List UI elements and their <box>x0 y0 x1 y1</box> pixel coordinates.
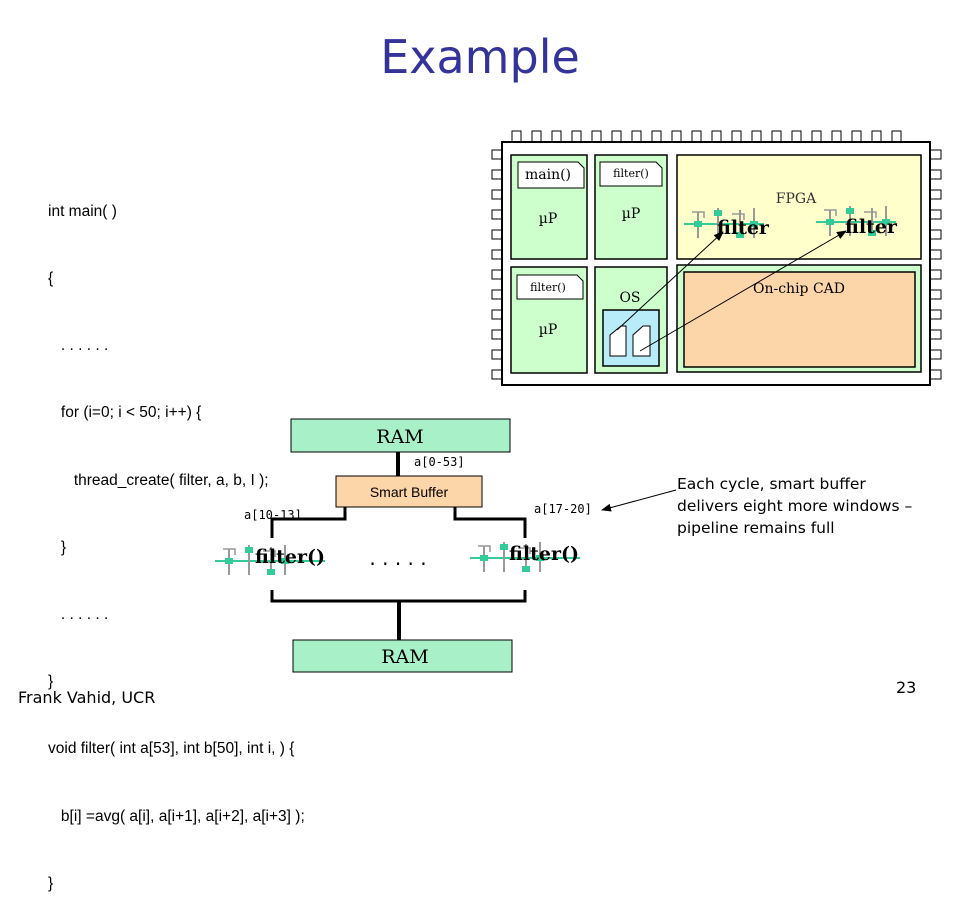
filters-to-ram-bus <box>270 590 527 603</box>
range-right-label: a[17-20] <box>534 502 592 516</box>
cpu-main-function: main() <box>525 167 571 183</box>
code-line: } <box>48 673 54 691</box>
ram-top-box <box>290 418 511 453</box>
cad-label: On-chip CAD <box>753 281 845 297</box>
cpu-filter-top-label: µP <box>622 206 641 222</box>
right-filter-label: filter() <box>509 543 579 565</box>
code-line: for (i=0; i < 50; i++) { <box>48 404 202 422</box>
os-to-filter-2-arrow <box>639 230 847 352</box>
cpu-filter-bottom-function: filter() <box>530 281 566 294</box>
fpga-label: FPGA <box>776 191 817 207</box>
cpu-main-label: µP <box>539 211 558 227</box>
pipeline-ellipsis: . . . . . <box>369 546 426 570</box>
buffer-to-left-filter-bus <box>270 507 347 538</box>
code-line: thread_create( filter, a, b, I ); <box>48 471 269 489</box>
page-number: 23 <box>896 678 917 697</box>
code-line: . . . . . . <box>48 606 109 624</box>
os-label: OS <box>619 290 640 306</box>
cpu-filter-bottom-function-box <box>516 274 584 300</box>
os-document-icon <box>632 325 651 357</box>
smart-buffer-box <box>335 475 483 508</box>
left-filter-label: filter() <box>255 546 325 568</box>
slide-title: Example <box>380 30 580 84</box>
fpga-filter-1-label: filter <box>717 217 770 239</box>
note-text: Each cycle, smart buffer delivers eight … <box>677 475 913 537</box>
footer-author: Frank Vahid, UCR <box>18 688 156 707</box>
range-left-label: a[10-13] <box>244 508 302 522</box>
fpga-filter-2-label: filter <box>845 216 898 238</box>
code-line: . . . . . . <box>48 337 109 355</box>
pipeline-diagram: RAM a[0-53] Smart Buffer a[10-13] a[17-2… <box>214 418 677 673</box>
code-line: void filter( int a[53], int b[50], int i… <box>48 740 295 758</box>
range-all-label: a[0-53] <box>414 455 465 469</box>
cpu-filter-top-function: filter() <box>613 167 649 180</box>
ram-top-label: RAM <box>376 426 423 448</box>
cpu-filter-top-function-box <box>599 161 663 187</box>
os-document-icon <box>609 325 627 357</box>
note-arrow <box>601 489 677 512</box>
ram-bottom-label: RAM <box>381 646 428 668</box>
code-line: int main( ) <box>48 202 117 220</box>
code-line: { <box>48 270 54 288</box>
fpga-panel <box>676 154 922 260</box>
chip-diagram: main() µP filter() µP filter() µP OS FPG… <box>491 130 942 386</box>
os-to-filter-1-arrow <box>616 231 724 331</box>
smart-buffer-label: Smart Buffer <box>370 484 449 500</box>
cad-panel <box>683 271 916 368</box>
diagram-canvas: main() µP filter() µP filter() µP OS FPG… <box>214 130 942 673</box>
code-line: } <box>48 538 67 556</box>
buffer-to-right-filter-bus <box>453 507 527 538</box>
chip-pins <box>491 130 942 380</box>
cpu-filter-bottom-label: µP <box>539 322 558 338</box>
ram-bottom-box <box>292 639 513 673</box>
cpu-main-function-box <box>517 161 585 189</box>
code-line: } <box>48 874 54 892</box>
code-line: b[i] =avg( a[i], a[i+1], a[i+2], a[i+3] … <box>48 807 305 825</box>
